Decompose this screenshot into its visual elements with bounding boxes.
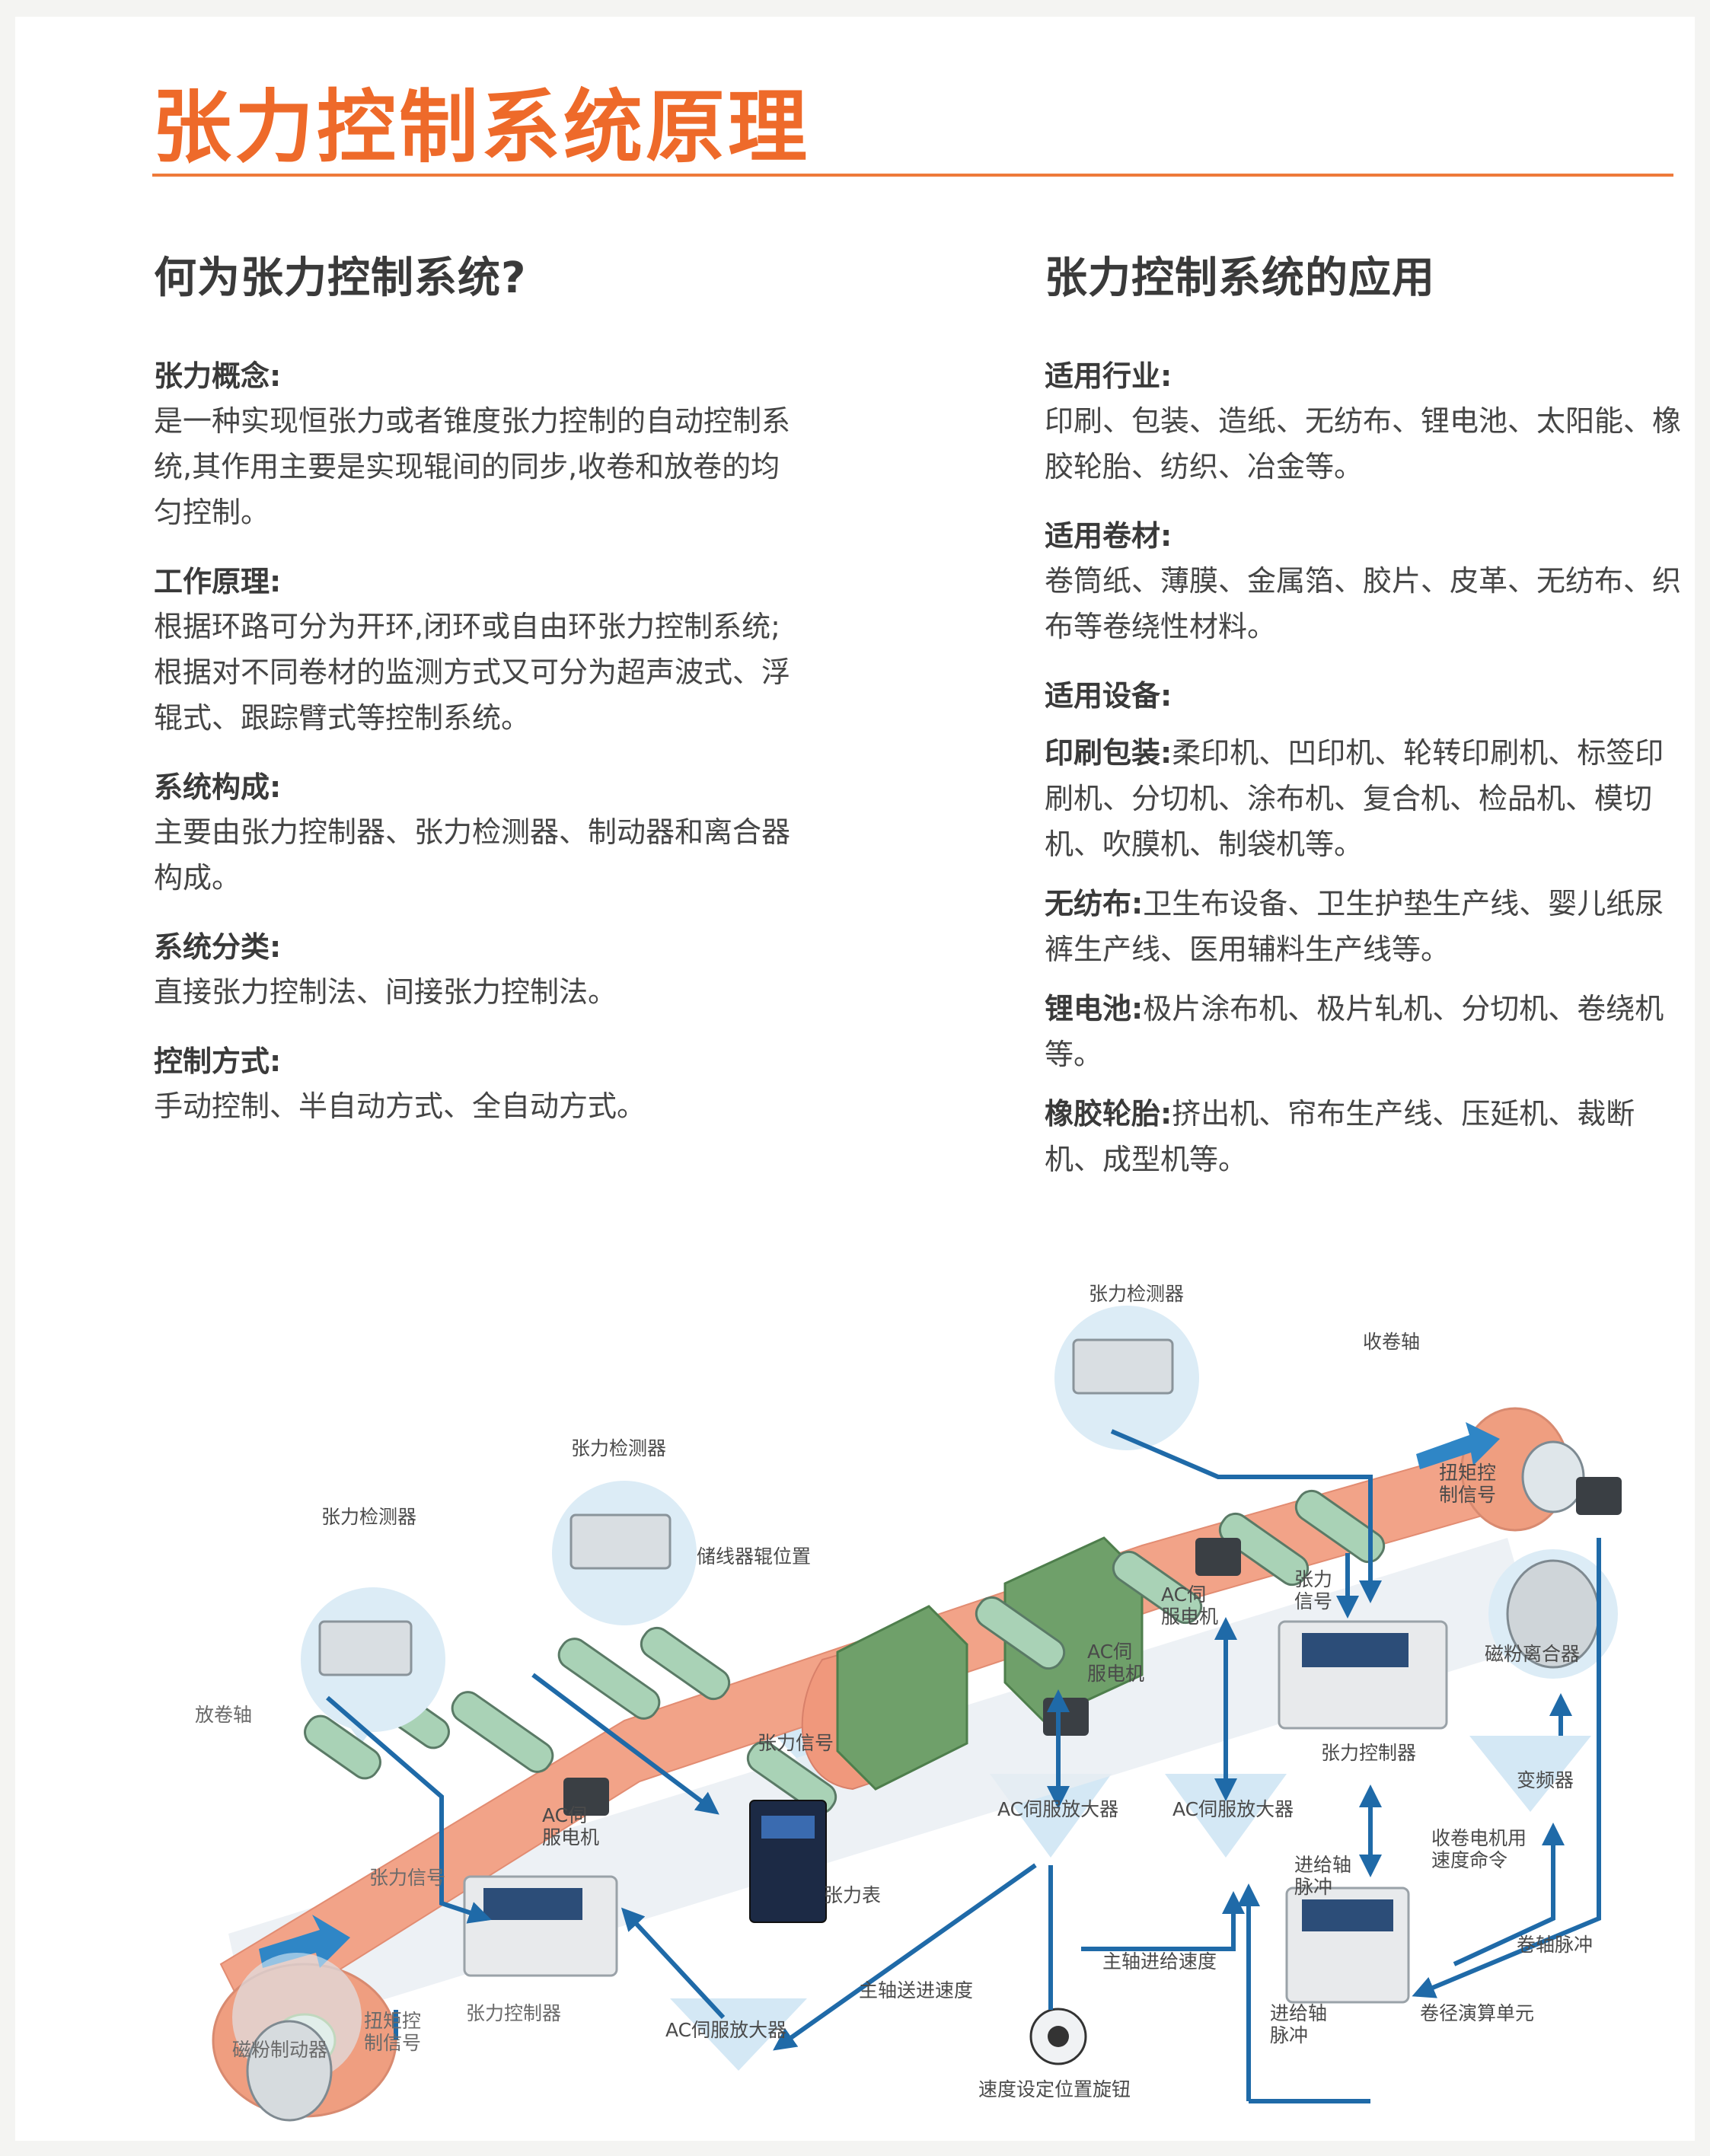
section-control-mode: 控制方式: 手动控制、半自动方式、全自动方式。 xyxy=(154,1039,809,1129)
label-servo-top: AC伺 服电机 xyxy=(1161,1584,1219,1628)
page-title: 张力控制系统原理 xyxy=(152,81,811,174)
section-industry: 适用行业: 印刷、包装、造纸、无纺布、锂电池、太阳能、橡胶轮胎、纺织、冶金等。 xyxy=(1045,354,1684,490)
section-material: 适用卷材: 卷筒纸、薄膜、金属箔、胶片、皮革、无纺布、织布等卷绕性材料。 xyxy=(1045,514,1684,649)
label-feed-pulse-1: 进给轴 脉冲 xyxy=(1294,1854,1352,1898)
equipment-battery: 锂电池:极片涂布机、极片轧机、分切机、卷绕机等。 xyxy=(1045,986,1684,1077)
section-head: 工作原理: xyxy=(154,565,282,598)
equipment-body: 柔印机、凹印机、轮转印刷机、标签印刷机、分切机、涂布机、复合机、检品机、模切机、… xyxy=(1045,736,1664,861)
rewind-direction-arrow xyxy=(1416,1422,1500,1469)
green-guide-frames xyxy=(836,1536,1144,1791)
section-body: 直接张力控制法、间接张力控制法。 xyxy=(154,975,617,1009)
label-powder-brake: 磁粉制动器 xyxy=(232,2039,328,2061)
section-head: 张力概念: xyxy=(154,359,282,393)
speed-knob xyxy=(1029,2008,1087,2065)
label-amp-2: AC伺服放大器 xyxy=(1172,1798,1294,1820)
section-head: 适用设备: xyxy=(1045,679,1172,713)
equipment-nonwoven: 无纺布:卫生布设备、卫生护垫生产线、婴儿纸尿裤生产线、医用辅料生产线等。 xyxy=(1045,881,1684,972)
tension-sensors xyxy=(301,1306,1199,1732)
section-body: 根据环路可分为开环,闭环或自由环张力控制系统;根据对不同卷材的监测方式又可分为超… xyxy=(154,610,791,735)
label-main-feed-speed: 主轴进给速度 xyxy=(1102,1950,1217,1973)
left-column: 何为张力控制系统? 张力概念: 是一种实现恒张力或者锥度张力控制的自动控制系统,… xyxy=(154,244,809,1153)
label-speed-knob: 速度设定位置旋钮 xyxy=(978,2078,1131,2100)
signal-lines xyxy=(326,1429,1601,2103)
label-inverter: 变频器 xyxy=(1517,1769,1574,1791)
right-heading: 张力控制系统的应用 xyxy=(1045,254,1435,303)
label-amp-3: AC伺服放大器 xyxy=(665,2019,787,2041)
label-feed-pulse-2: 进给轴 脉冲 xyxy=(1270,2002,1328,2046)
label-rewind-shaft: 收卷轴 xyxy=(1363,1331,1421,1353)
label-tension-controller-left: 张力控制器 xyxy=(466,2002,562,2024)
label-tension-controller-right: 张力控制器 xyxy=(1321,1742,1417,1764)
section-concept: 张力概念: 是一种实现恒张力或者锥度张力控制的自动控制系统,其作用主要是实现辊间… xyxy=(154,354,809,535)
section-composition: 系统构成: 主要由张力控制器、张力检测器、制动器和离合器构成。 xyxy=(154,765,809,901)
label-unwind-shaft: 放卷轴 xyxy=(195,1704,253,1726)
equipment-print: 印刷包装:柔印机、凹印机、轮转印刷机、标签印刷机、分切机、涂布机、复合机、检品机… xyxy=(1045,730,1684,867)
section-principle: 工作原理: 根据环路可分为开环,闭环或自由环张力控制系统;根据对不同卷材的监测方… xyxy=(154,560,809,741)
label-sensor-top: 张力检测器 xyxy=(1089,1283,1185,1305)
system-diagram: 张力检测器 收卷轴 张力检测器 张力检测器 扭矩控 制信号 储线器辊位置 AC伺… xyxy=(0,1249,1710,2156)
rollers xyxy=(304,1489,1386,1815)
controllers xyxy=(463,1620,1448,2004)
label-torque-top: 扭矩控 制信号 xyxy=(1439,1462,1497,1506)
section-body: 主要由张力控制器、张力检测器、制动器和离合器构成。 xyxy=(154,815,791,895)
label-rewind-pulse: 卷轴脉冲 xyxy=(1517,1934,1594,1956)
left-heading: 何为张力控制系统? xyxy=(154,254,527,303)
section-body: 卷筒纸、薄膜、金属箔、胶片、皮革、无纺布、织布等卷绕性材料。 xyxy=(1045,564,1682,643)
equipment-tire: 橡胶轮胎:挤出机、帘布生产线、压延机、裁断机、成型机等。 xyxy=(1045,1091,1684,1182)
title-divider xyxy=(152,174,1673,177)
label-rewind-speed-cmd: 收卷电机用 速度命令 xyxy=(1431,1827,1527,1871)
equipment-body: 卫生布设备、卫生护垫生产线、婴儿纸尿裤生产线、医用辅料生产线等。 xyxy=(1045,887,1664,966)
right-column: 张力控制系统的应用 适用行业: 印刷、包装、造纸、无纺布、锂电池、太阳能、橡胶轮… xyxy=(1045,244,1684,1207)
label-tension-signal-mid: 张力信号 xyxy=(758,1732,834,1754)
label-torque-left: 扭矩控 制信号 xyxy=(364,2010,422,2054)
label-tension-meter: 张力表 xyxy=(824,1884,882,1906)
label-servo-mid: AC伺 服电机 xyxy=(1087,1641,1145,1685)
section-head: 系统分类: xyxy=(154,930,282,964)
equipment-label: 锂电池: xyxy=(1045,992,1144,1025)
equipment-label: 印刷包装: xyxy=(1045,736,1172,770)
section-head: 适用卷材: xyxy=(1045,519,1172,553)
label-tension-signal-top: 张力 信号 xyxy=(1294,1568,1333,1612)
label-sensor-mid: 张力检测器 xyxy=(571,1437,667,1459)
section-head: 系统构成: xyxy=(154,770,282,804)
diagram-artwork xyxy=(212,1306,1622,2122)
magnetic-clutch xyxy=(1488,1549,1618,1679)
section-equipment: 适用设备: 印刷包装:柔印机、凹印机、轮转印刷机、标签印刷机、分切机、涂布机、复… xyxy=(1045,674,1684,1182)
section-head: 控制方式: xyxy=(154,1045,282,1078)
label-diameter-unit: 卷径演算单元 xyxy=(1420,2002,1535,2024)
equipment-body: 挤出机、帘布生产线、压延机、裁断机、成型机等。 xyxy=(1045,1097,1635,1176)
magnetic-brake xyxy=(232,1953,362,2122)
label-powder-clutch: 磁粉离合器 xyxy=(1485,1643,1581,1665)
label-amp-1: AC伺服放大器 xyxy=(997,1798,1119,1820)
label-main-send-speed: 主轴送进速度 xyxy=(859,1979,974,2001)
section-body: 印刷、包装、造纸、无纺布、锂电池、太阳能、橡胶轮胎、纺织、冶金等。 xyxy=(1045,404,1682,483)
section-body: 手动控制、半自动方式、全自动方式。 xyxy=(154,1089,646,1123)
section-classification: 系统分类: 直接张力控制法、间接张力控制法。 xyxy=(154,925,809,1015)
label-tension-signal-left: 张力信号 xyxy=(369,1867,446,1889)
label-accumulator: 储线器辊位置 xyxy=(697,1545,812,1568)
equipment-label: 橡胶轮胎: xyxy=(1045,1097,1172,1131)
section-head: 适用行业: xyxy=(1045,359,1172,393)
label-sensor-left: 张力检测器 xyxy=(321,1506,417,1528)
equipment-label: 无纺布: xyxy=(1045,887,1144,920)
equipment-body: 极片涂布机、极片轧机、分切机、卷绕机等。 xyxy=(1045,992,1664,1071)
label-servo-left: AC伺 服电机 xyxy=(542,1804,600,1848)
section-body: 是一种实现恒张力或者锥度张力控制的自动控制系统,其作用主要是实现辊间的同步,收卷… xyxy=(154,404,791,529)
